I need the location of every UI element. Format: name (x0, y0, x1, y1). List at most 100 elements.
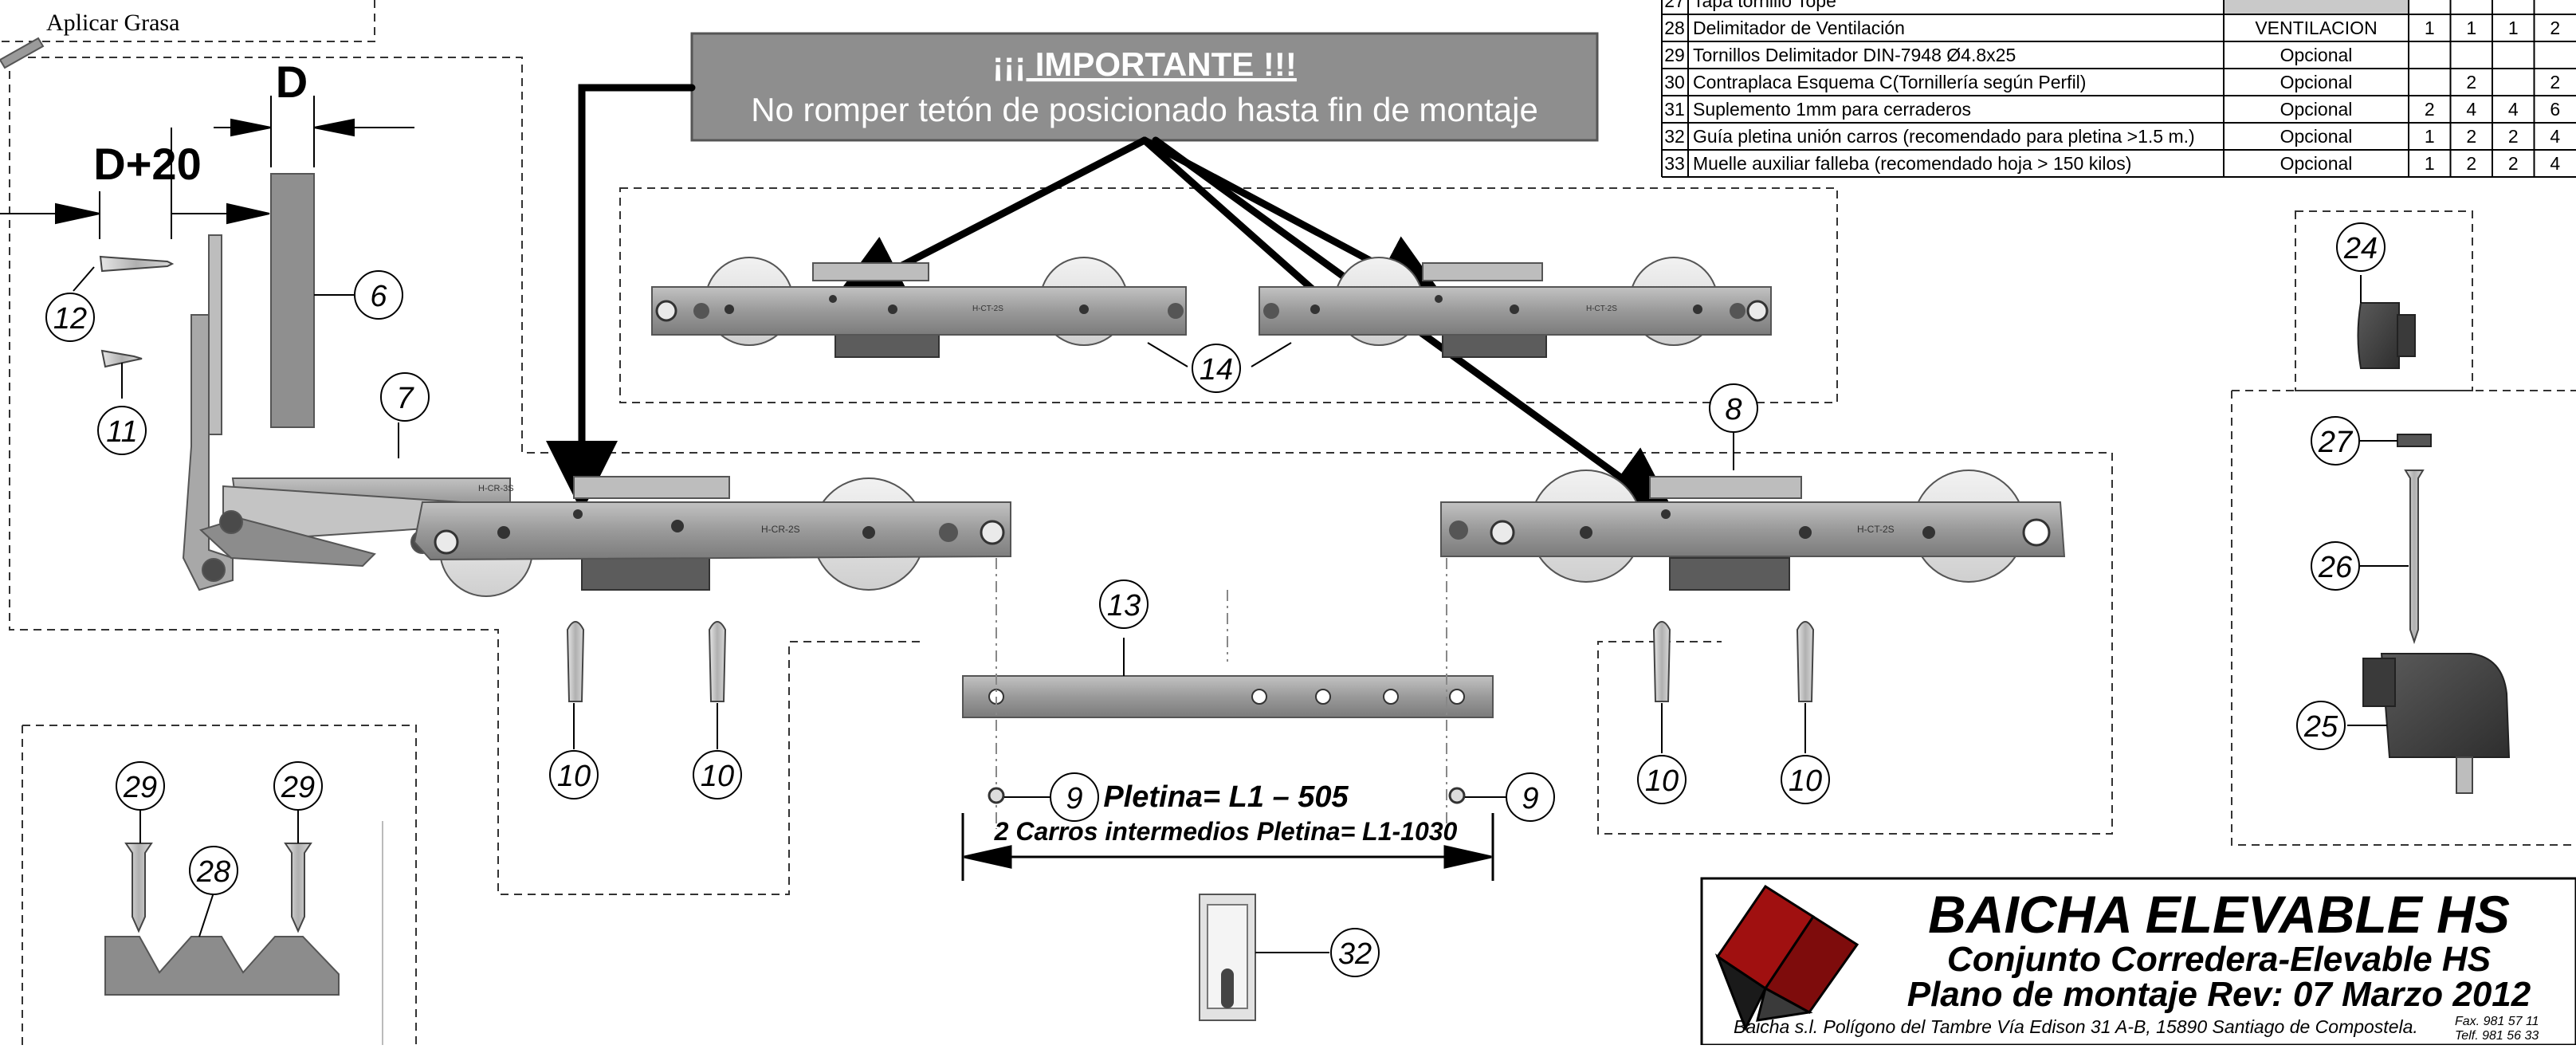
table-row-type: Opcional (2280, 72, 2353, 92)
title-block: BAICHA ELEVABLE HS Conjunto Corredera-El… (1700, 877, 2576, 1047)
callout-8: 8 (1709, 383, 1758, 433)
callout-24: 24 (2336, 222, 2386, 272)
title-block-telf: Telf. 981 56 33 (2455, 1029, 2539, 1043)
title-block-title: BAICHA ELEVABLE HS (1928, 885, 2510, 944)
table-row-quantity: 2 (2466, 153, 2476, 174)
callout-label: 12 (53, 302, 87, 336)
callout-label: 29 (281, 771, 315, 804)
table-row-quantity: 1 (2425, 153, 2435, 174)
callout-25: 25 (2296, 701, 2346, 750)
table-row-type: Opcional (2280, 99, 2353, 120)
table-row-quantity: 2 (2550, 18, 2560, 38)
callout-11: 11 (97, 406, 147, 455)
pletina-dimension (961, 813, 1494, 881)
callout-29: 29 (116, 761, 165, 811)
table-row-quantity: 2 (2508, 126, 2519, 147)
callout-label: 6 (370, 280, 387, 313)
callout-13: 13 (1099, 580, 1149, 629)
svg-text:H-CR-3S: H-CR-3S (478, 484, 514, 493)
table-row-quantity: 1 (2425, 18, 2435, 38)
table-row-number: 33 (1664, 153, 1685, 174)
callout-28: 28 (189, 846, 238, 895)
svg-text:H-CR-2S: H-CR-2S (761, 524, 800, 535)
dim-d-label: D (276, 57, 308, 107)
callout-label: 11 (106, 415, 137, 449)
callout-9: 9 (1050, 772, 1099, 822)
callout-label: 10 (701, 760, 734, 793)
table-row-number: 32 (1664, 126, 1685, 147)
end-cap-24 (2357, 302, 2416, 369)
dim-d20-label: D+20 (93, 139, 201, 189)
callout-10: 10 (693, 750, 742, 800)
callout-label: 32 (1338, 937, 1372, 971)
grease-note: Aplicar Grasa (0, 10, 179, 69)
intermediate-carriage-right: H-CT-2S (1259, 257, 1772, 358)
table-row-quantity: 2 (2508, 153, 2519, 174)
callout-label: 24 (2343, 232, 2378, 265)
callout-10: 10 (1637, 755, 1687, 804)
table-row-quantity: 1 (2466, 18, 2476, 38)
table-row-quantity: 2 (2466, 72, 2476, 92)
corner-drive-mechanism: H-CR-3S (182, 234, 514, 591)
title-block-subtitle: Conjunto Corredera-Elevable HS (1947, 940, 2491, 979)
table-row-description: Guía pletina unión carros (recomendado p… (1693, 126, 2195, 147)
callout-12: 12 (45, 293, 95, 342)
screw-12 (99, 255, 175, 273)
table-row-quantity: 4 (2466, 99, 2476, 120)
table-row-description: Tapa tornillo Tope (1693, 0, 1836, 11)
table-row-type: Opcional (2280, 126, 2353, 147)
delimiter-screws-29 (124, 843, 312, 933)
table-row-description: Suplemento 1mm para cerraderos (1693, 99, 1971, 120)
connecting-plate (962, 675, 1494, 718)
table-row-number: 31 (1664, 99, 1685, 120)
callout-32: 32 (1330, 928, 1380, 977)
washers-9 (988, 787, 1466, 804)
callout-6: 6 (354, 270, 403, 320)
callout-label: 7 (396, 382, 414, 415)
table-row-type: VENTILACION (2255, 18, 2377, 38)
company-logo (1714, 884, 1859, 1031)
table-row-quantity: 6 (2550, 99, 2560, 120)
callout-10: 10 (549, 750, 599, 800)
callout-label: 10 (1645, 764, 1679, 798)
screw-26 (2404, 469, 2425, 645)
table-row-description: Muelle auxiliar falleba (recomendado hoj… (1693, 153, 2131, 174)
carros-formula: 2 Carros intermedios Pletina= L1-1030 (994, 817, 1458, 846)
screw-11 (100, 349, 143, 368)
sash-profile (270, 173, 315, 428)
callout-label: 29 (123, 771, 157, 804)
table-row-type: Opcional (2280, 45, 2353, 65)
title-block-address: Baicha s.l. Polígono del Tambre Vía Edis… (1734, 1016, 2418, 1037)
table-row-quantity: 2 (2550, 72, 2560, 92)
callout-14: 14 (1192, 344, 1241, 393)
dimension-lines (0, 96, 414, 239)
callout-10: 10 (1781, 755, 1830, 804)
callout-7: 7 (380, 372, 430, 422)
callout-label: 13 (1107, 589, 1141, 623)
callout-label: 14 (1200, 353, 1233, 387)
table-row-description: Contraplaca Esquema C(Tornillería según … (1693, 72, 2086, 92)
callout-label: 26 (2318, 551, 2353, 584)
table-row-type: Opcional (2280, 153, 2353, 174)
pletina-formula: Pletina= L1 – 505 (1103, 780, 1349, 814)
callout-9: 9 (1506, 772, 1555, 822)
callout-label: 28 (196, 855, 230, 889)
important-title: ¡¡¡ IMPORTANTE !!! (992, 45, 1297, 83)
pins-10 (566, 621, 1815, 702)
center-lines (995, 558, 1447, 829)
table-row-number: 30 (1664, 72, 1685, 92)
callout-label: 8 (1725, 393, 1742, 426)
table-row-quantity: 4 (2550, 153, 2560, 174)
callout-label: 9 (1066, 782, 1082, 815)
table-row-number: 27 (1664, 0, 1685, 11)
callout-label: 9 (1522, 782, 1538, 815)
important-text: No romper tetón de posicionado hasta fin… (751, 91, 1538, 128)
grease-label: Aplicar Grasa (46, 10, 179, 36)
callout-26: 26 (2311, 541, 2360, 591)
table-row-quantity: 4 (2508, 99, 2519, 120)
title-block-fax: Fax. 981 57 11 (2455, 1015, 2539, 1028)
callout-label: 10 (557, 760, 591, 793)
table-row-quantity: 4 (2550, 126, 2560, 147)
